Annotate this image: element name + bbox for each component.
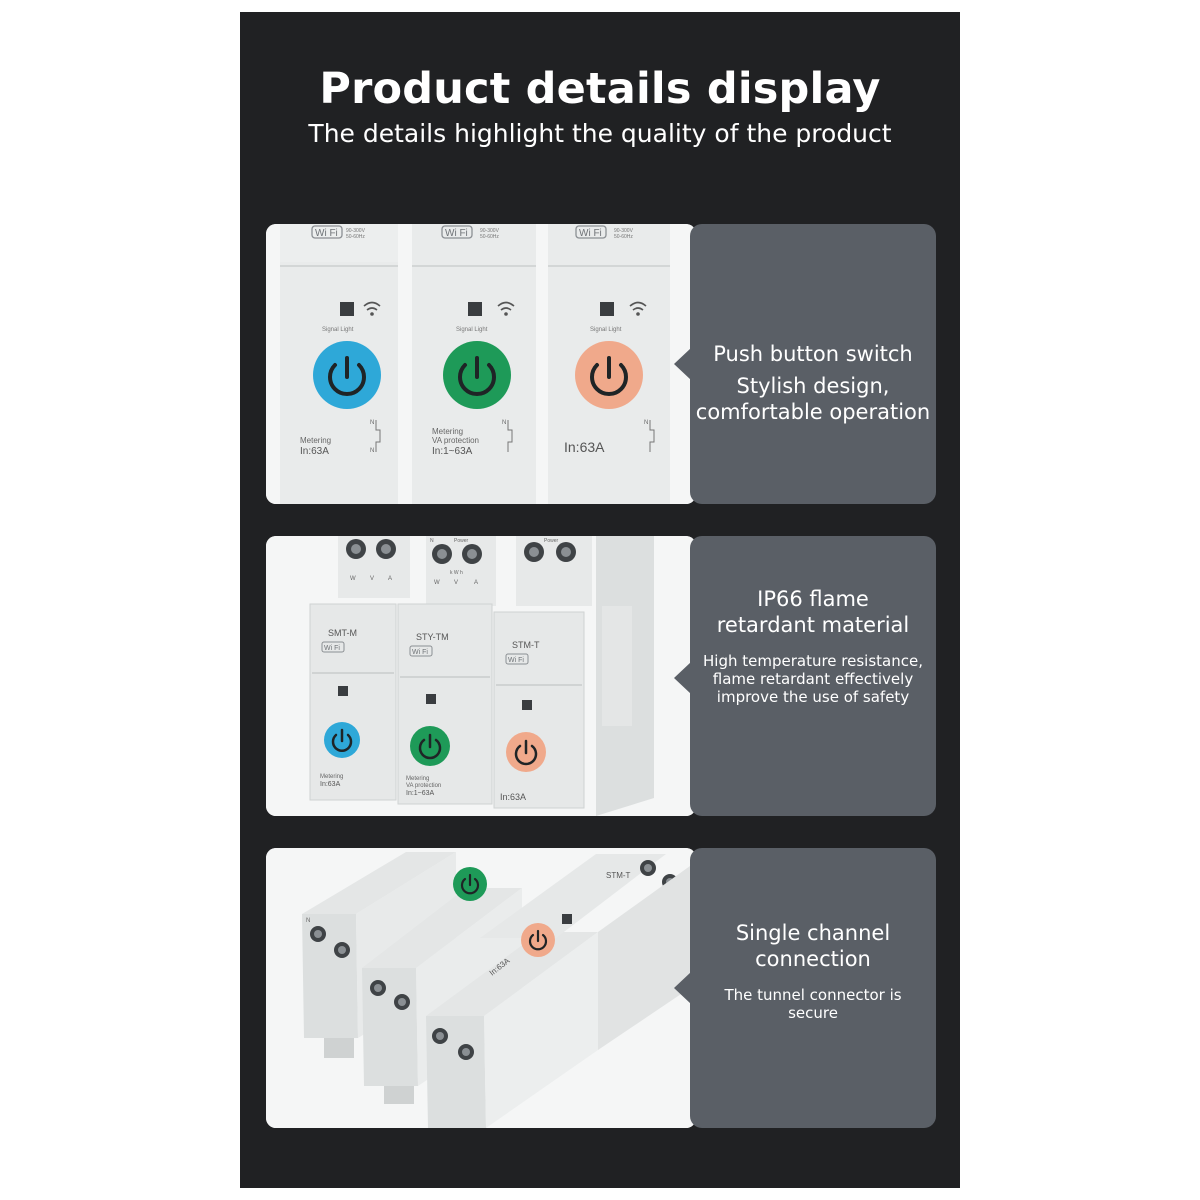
- svg-text:In:63A: In:63A: [300, 446, 329, 457]
- svg-text:N: N: [370, 420, 374, 426]
- page-title: Product details display: [319, 64, 881, 114]
- svg-text:STY-TM: STY-TM: [416, 632, 449, 642]
- svg-text:Metering: Metering: [320, 774, 343, 780]
- svg-text:In:63A: In:63A: [564, 439, 605, 455]
- panel-text: comfortable operation: [695, 400, 931, 424]
- svg-text:In:63A: In:63A: [320, 781, 341, 788]
- panel-text: secure: [788, 1004, 838, 1022]
- svg-text:Metering: Metering: [406, 776, 429, 782]
- panel-heading: retardant material: [716, 613, 910, 637]
- push-button-modules-image: Wi Fi 90-300V 50-60Hz Signal Light Meter…: [266, 224, 696, 504]
- material-modules-image: W V A N Power k W h W V A Powe: [266, 536, 696, 816]
- connection-modules-image: N: [266, 848, 696, 1128]
- detail-row-connection: N: [266, 848, 936, 1128]
- panel-text: Stylish design,: [736, 374, 890, 398]
- svg-text:k W h: k W h: [450, 570, 463, 576]
- svg-text:N: N: [644, 420, 648, 426]
- detail-row-push-button: Wi Fi 90-300V 50-60Hz Signal Light Meter…: [266, 224, 936, 504]
- panel-pointer: [674, 662, 691, 694]
- svg-text:50-60Hz: 50-60Hz: [346, 234, 365, 240]
- wifi-logo-text: Wi Fi: [315, 228, 338, 239]
- panel-text: improve the use of safety: [716, 688, 910, 706]
- svg-text:In:1~63A: In:1~63A: [432, 446, 473, 457]
- svg-text:In:1~63A: In:1~63A: [406, 790, 435, 797]
- terminal-block-1: W V A: [338, 536, 410, 598]
- svg-text:N: N: [306, 918, 310, 924]
- page-subtitle: The details highlight the quality of the…: [308, 119, 892, 148]
- panel-pointer: [674, 348, 691, 380]
- panel-heading: Single channel: [735, 921, 891, 945]
- svg-text:Power: Power: [454, 538, 469, 544]
- push-button-photo: Wi Fi 90-300V 50-60Hz Signal Light Meter…: [266, 224, 696, 504]
- panel-heading: connection: [755, 947, 871, 971]
- svg-text:In:63A: In:63A: [500, 792, 526, 802]
- svg-text:W: W: [434, 580, 440, 586]
- module-angled-1: SMT-M Wi Fi Metering In:63A: [309, 603, 397, 801]
- module-angled-2: STY-TM Wi Fi Metering VA protection In:1…: [397, 603, 493, 805]
- panel-heading: IP66 flame: [757, 587, 869, 611]
- panel-heading: Push button switch: [713, 342, 913, 366]
- detail-row-material: W V A N Power k W h W V A Powe: [266, 536, 936, 816]
- svg-text:V: V: [370, 576, 374, 582]
- svg-text:50-60Hz: 50-60Hz: [614, 234, 633, 240]
- svg-text:Metering: Metering: [432, 427, 463, 436]
- svg-text:W: W: [350, 576, 356, 582]
- panel-text: High temperature resistance,: [703, 652, 923, 670]
- svg-text:N: N: [502, 420, 506, 426]
- svg-text:Wi Fi: Wi Fi: [412, 649, 428, 656]
- svg-text:VA protection: VA protection: [432, 436, 479, 445]
- svg-text:Signal Light: Signal Light: [322, 327, 354, 333]
- module-iso-3: STM-T In:63A: [426, 854, 690, 1128]
- product-details-poster: Product details display The details high…: [240, 12, 960, 1188]
- panel-pointer: [674, 972, 691, 1004]
- module-angled-3: STM-T Wi Fi In:63A: [493, 611, 585, 809]
- svg-text:N: N: [370, 448, 374, 454]
- panel-text: flame retardant effectively: [712, 670, 914, 688]
- material-photo: W V A N Power k W h W V A Powe: [266, 536, 696, 816]
- panel-text: The tunnel connector is: [724, 986, 902, 1004]
- svg-text:A: A: [388, 576, 392, 582]
- svg-text:Wi Fi: Wi Fi: [508, 657, 524, 664]
- svg-text:Signal Light: Signal Light: [590, 327, 622, 333]
- material-info-panel: IP66 flame retardant material High tempe…: [674, 536, 936, 816]
- svg-text:90-300V: 90-300V: [480, 228, 500, 234]
- svg-text:N: N: [430, 538, 434, 544]
- svg-text:Wi Fi: Wi Fi: [579, 228, 602, 239]
- module-front-3: Wi Fi 90-300V 50-60Hz Signal Light In:63…: [548, 224, 670, 504]
- svg-text:Wi Fi: Wi Fi: [445, 228, 468, 239]
- connection-photo: N: [266, 848, 696, 1128]
- svg-text:90-300V: 90-300V: [614, 228, 634, 234]
- svg-text:STM-T: STM-T: [606, 871, 631, 880]
- svg-text:A: A: [474, 580, 478, 586]
- svg-text:SMT-M: SMT-M: [328, 628, 357, 638]
- module-front-2: Wi Fi 90-300V 50-60Hz Signal Light Meter…: [412, 224, 536, 504]
- svg-text:STM-T: STM-T: [512, 640, 540, 650]
- push-button-info-panel: Push button switch Stylish design, comfo…: [674, 224, 936, 504]
- svg-text:V: V: [454, 580, 458, 586]
- svg-text:90-300V: 90-300V: [346, 228, 366, 234]
- svg-text:VA protection: VA protection: [406, 783, 441, 789]
- svg-text:Signal Light: Signal Light: [456, 327, 488, 333]
- svg-text:Metering: Metering: [300, 436, 331, 445]
- svg-text:Power: Power: [544, 538, 559, 544]
- terminal-block-3: Power: [516, 536, 592, 606]
- svg-text:50-60Hz: 50-60Hz: [480, 234, 499, 240]
- svg-text:Wi Fi: Wi Fi: [324, 645, 340, 652]
- module-front-1: Wi Fi 90-300V 50-60Hz Signal Light Meter…: [280, 224, 398, 504]
- terminal-block-2: N Power k W h W V A: [426, 536, 496, 606]
- connection-info-panel: Single channel connection The tunnel con…: [674, 848, 936, 1128]
